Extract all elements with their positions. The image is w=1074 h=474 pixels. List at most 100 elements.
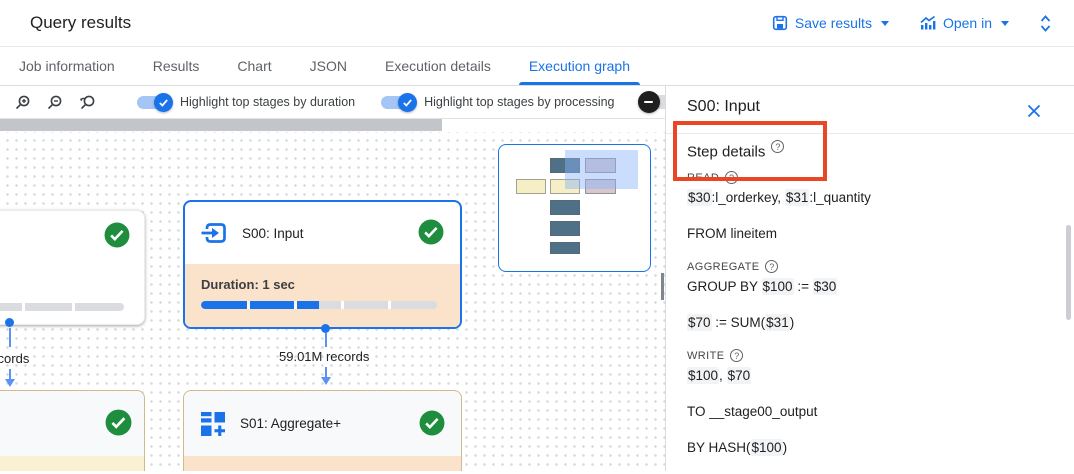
- edge-line: [325, 367, 327, 377]
- edge-records-label: 59.01M records: [279, 349, 370, 364]
- open-in-label: Open in: [942, 15, 992, 31]
- tab-job-information[interactable]: Job information: [19, 57, 115, 74]
- step-group: BY HASH($100): [687, 438, 1034, 458]
- zoom-out-button[interactable]: [46, 94, 63, 111]
- minimap-stage-rect: [550, 158, 580, 173]
- variable-chip: $31: [784, 189, 810, 206]
- toggle-highlight-duration[interactable]: [137, 92, 173, 112]
- step-details-heading: Step details?: [687, 140, 785, 161]
- step-group-line: $100, $70: [687, 367, 752, 384]
- tab-chart[interactable]: Chart: [237, 57, 272, 74]
- help-icon[interactable]: ?: [730, 349, 744, 362]
- stage-node-s00[interactable]: S00: Input Duration: 1 sec: [183, 200, 462, 329]
- edge-arrowhead: [320, 377, 331, 385]
- panel-divider: [666, 133, 1074, 134]
- stage-node-s01[interactable]: Duration: S01: Aggregate+: [183, 390, 462, 471]
- step-group-label: AGGREGATE?: [687, 260, 1034, 273]
- help-icon[interactable]: ?: [771, 140, 785, 153]
- minimap-content: [499, 145, 650, 271]
- variable-chip: $31: [765, 314, 790, 331]
- step-group: READ?$30:l_orderkey, $31:l_quantity: [687, 171, 1034, 208]
- stage-title: S01: Aggregate+: [240, 416, 341, 431]
- check-circle-icon: [418, 219, 444, 245]
- stage-duration-section: Duration: 1 sec: [185, 264, 460, 327]
- stage-duration: Duration: 1 sec: [201, 277, 295, 292]
- vertical-scrollbar[interactable]: [1066, 225, 1071, 320]
- tab-bar: Job information Results Chart JSON Execution…: [0, 46, 1074, 86]
- input-stage-icon: [201, 223, 226, 243]
- step-group-line: GROUP BY $100 := $30: [687, 278, 838, 295]
- variable-chip: $100: [687, 367, 720, 384]
- step-group: WRITE? $100, $70: [687, 349, 1034, 386]
- variable-chip: $30: [687, 189, 712, 206]
- tab-json[interactable]: JSON: [309, 57, 347, 74]
- variable-chip: $100: [750, 439, 783, 456]
- zoom-reset-button[interactable]: [78, 94, 96, 111]
- tab-results[interactable]: Results: [152, 57, 200, 74]
- edge-records-label: records: [0, 351, 30, 366]
- check-circle-icon: [105, 409, 132, 436]
- zoom-reset-icon: [80, 95, 95, 109]
- zoom-in-button[interactable]: [14, 94, 31, 111]
- zoom-in-icon: [15, 95, 30, 109]
- tab-execution-graph[interactable]: Execution graph: [518, 46, 641, 85]
- step-group: FROM lineitem: [687, 224, 1034, 244]
- step-group-label: READ?: [687, 171, 1034, 184]
- minimap-stage-rect: [550, 200, 580, 215]
- toggle-thumb: [398, 92, 418, 112]
- step-group-line: $70 := SUM($31): [687, 314, 795, 331]
- stage-progress-bar: [0, 303, 124, 311]
- zoom-out-icon: [47, 95, 62, 109]
- chevron-down-icon: [880, 20, 889, 26]
- horizontal-scrollbar[interactable]: [0, 119, 442, 131]
- edge-connector-dot: [5, 318, 14, 327]
- toggle-highlight-processing[interactable]: [381, 92, 418, 112]
- toggle-duration-label: Highlight top stages by duration: [180, 95, 356, 109]
- chevron-down-icon: [1001, 20, 1009, 26]
- check-circle-icon: [104, 222, 130, 248]
- analytics-chart-icon: [920, 15, 936, 30]
- stage-progress-bar: [201, 301, 437, 309]
- minimap[interactable]: [498, 144, 651, 272]
- step-group-line: BY HASH($100): [687, 439, 788, 456]
- help-icon[interactable]: ?: [765, 260, 779, 273]
- toggle-thumb: [154, 92, 173, 112]
- open-in-button[interactable]: Open in: [919, 15, 1009, 31]
- save-icon: [772, 15, 788, 31]
- variable-chip: $100: [761, 278, 794, 295]
- toggle-processing-label: Highlight top stages by processing: [424, 95, 615, 109]
- stage-title: S00: Input: [242, 225, 304, 241]
- stage-node-left-top[interactable]: [0, 210, 145, 325]
- step-group: AGGREGATE? GROUP BY $100 := $30: [687, 260, 1034, 297]
- tab-execution-details[interactable]: Execution details: [384, 57, 491, 74]
- minimap-stage-rect: [516, 179, 546, 194]
- edge-line: [325, 333, 327, 347]
- panel-resize-handle[interactable]: [661, 273, 664, 300]
- step-group: TO __stage00_output: [687, 402, 1034, 422]
- edge-line: [9, 369, 11, 379]
- close-icon[interactable]: [1024, 101, 1044, 121]
- expand-collapse-button[interactable]: [1039, 14, 1052, 33]
- minimap-stage-rect: [550, 221, 580, 236]
- page-title: Query results: [30, 13, 132, 32]
- variable-chip: $30: [812, 278, 838, 295]
- toggle-thumb: [637, 91, 660, 113]
- execution-graph-canvas[interactable]: records S00: Input Duration: 1 sec 59.01…: [0, 119, 665, 471]
- help-icon[interactable]: ?: [725, 171, 739, 184]
- stage-node-left-bottom[interactable]: [0, 390, 145, 471]
- graph-toolbar: Highlight top stages by duration Highlig…: [0, 86, 677, 119]
- minimap-stage-rect: [585, 158, 616, 173]
- query-results-header: Query results Save results Open in: [0, 0, 1074, 47]
- minimap-viewport[interactable]: [565, 150, 638, 189]
- unfold-icon: [1040, 14, 1051, 32]
- aggregate-stage-icon: [201, 411, 225, 436]
- step-details-panel: S00: Input Step details? READ?$30:l_orde…: [665, 86, 1074, 471]
- minimap-stage-rect: [585, 179, 616, 194]
- stage-duration-section: Duration:: [184, 456, 461, 471]
- step-group-label: WRITE?: [687, 349, 1034, 362]
- stage-yellow-section: [0, 456, 144, 471]
- edge-connector-dot: [321, 324, 330, 333]
- save-results-button[interactable]: Save results: [772, 15, 889, 31]
- minimap-stage-rect: [550, 242, 580, 254]
